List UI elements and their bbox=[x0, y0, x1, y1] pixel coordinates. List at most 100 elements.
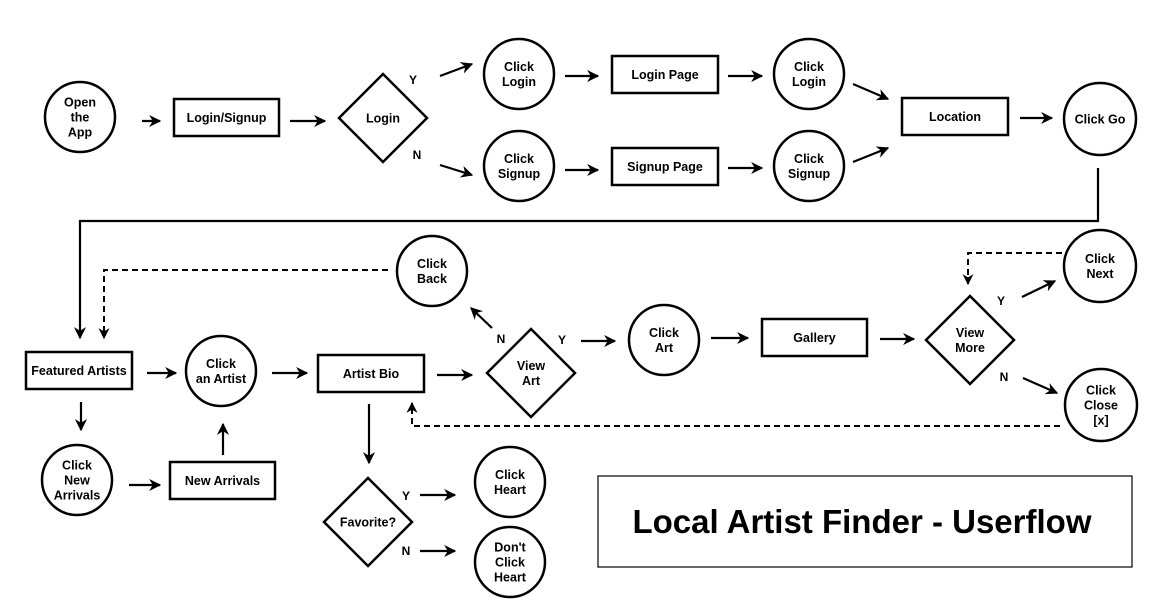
diamond-shape bbox=[924, 294, 1016, 386]
arrow-view-art-to-click-back bbox=[470, 307, 493, 329]
circle-shape bbox=[1062, 228, 1138, 304]
circle-shape bbox=[772, 129, 846, 203]
node-label-line: Click bbox=[495, 468, 525, 482]
node-login-signup: Login/Signup bbox=[172, 97, 281, 138]
diagram-title: Local Artist Finder - Userflow bbox=[632, 503, 1091, 540]
node-label-line: Signup Page bbox=[627, 160, 703, 174]
node-featured-artists: Featured Artists bbox=[24, 350, 134, 391]
node-label-line: Gallery bbox=[793, 331, 835, 345]
node-click-go: Click Go bbox=[1062, 81, 1138, 157]
circle-shape bbox=[1062, 81, 1138, 157]
rect-shape bbox=[610, 54, 720, 95]
yes-label: Y bbox=[409, 73, 417, 87]
yes-label: Y bbox=[558, 333, 566, 347]
node-label-line: Click bbox=[417, 257, 447, 271]
rect-shape bbox=[316, 353, 426, 394]
node-label-line: Next bbox=[1086, 267, 1114, 281]
circle-shape bbox=[482, 129, 556, 203]
node-label-line: an Artist bbox=[196, 372, 247, 386]
circle-shape bbox=[627, 303, 701, 377]
rect-shape bbox=[24, 350, 134, 391]
arrow-view-more-to-click-next bbox=[1021, 280, 1057, 298]
node-label-line: Signup bbox=[788, 167, 831, 181]
node-new-arrivals: New Arrivals bbox=[168, 460, 277, 501]
rect-shape bbox=[172, 97, 281, 138]
yes-label: Y bbox=[402, 489, 410, 503]
node-login-page: Login Page bbox=[610, 54, 720, 95]
no-label: N bbox=[497, 332, 506, 346]
title-box: Local Artist Finder - Userflow bbox=[597, 475, 1133, 568]
no-label: N bbox=[413, 148, 422, 162]
circle-shape bbox=[772, 37, 846, 111]
circle-shape bbox=[43, 80, 117, 154]
node-favorite: Favorite? bbox=[322, 476, 414, 568]
circle-shape bbox=[40, 443, 114, 517]
arrow-click-go-to-featured-artists bbox=[73, 168, 1100, 340]
dashed-arrow-click-close-to-artist-bio bbox=[406, 401, 1060, 427]
node-label-line: Click bbox=[495, 556, 525, 570]
node-label-line: App bbox=[68, 126, 93, 140]
node-label-line: Login Page bbox=[631, 68, 698, 82]
node-label-line: Back bbox=[417, 272, 447, 286]
circle-shape bbox=[473, 525, 547, 599]
node-label-line: Click bbox=[206, 357, 236, 371]
node-label-line: Open bbox=[64, 96, 96, 110]
circle-shape bbox=[184, 334, 258, 408]
dashed-arrow-click-next-to-view-more bbox=[962, 252, 1062, 286]
title-frame bbox=[597, 475, 1133, 568]
node-label-line: the bbox=[71, 111, 90, 125]
node-label-line: New Arrivals bbox=[185, 474, 260, 488]
node-label-line: [x] bbox=[1093, 414, 1108, 428]
node-label-line: Click bbox=[794, 60, 824, 74]
circle-shape bbox=[473, 445, 547, 519]
rect-shape bbox=[760, 317, 869, 358]
circle-shape bbox=[395, 234, 469, 308]
node-label-line: Art bbox=[522, 374, 541, 388]
node-label-line: Heart bbox=[494, 571, 527, 585]
node-label-line: Login bbox=[792, 75, 826, 89]
arrow-view-more-to-click-close bbox=[1022, 376, 1059, 395]
node-label-line: Click bbox=[1085, 252, 1115, 266]
node-label-line: Art bbox=[655, 341, 674, 355]
node-label-line: More bbox=[955, 341, 985, 355]
node-label-line: Click Go bbox=[1075, 113, 1126, 127]
node-location: Location bbox=[900, 96, 1010, 137]
node-label-line: View bbox=[956, 326, 985, 340]
node-label-line: Favorite? bbox=[340, 516, 396, 530]
no-label: N bbox=[402, 544, 411, 558]
node-label-line: Login bbox=[366, 112, 400, 126]
circle-shape bbox=[482, 37, 556, 111]
diamond-shape bbox=[337, 72, 429, 164]
node-label-line: Click bbox=[649, 326, 679, 340]
node-label-line: Login/Signup bbox=[187, 111, 267, 125]
node-gallery: Gallery bbox=[760, 317, 869, 358]
node-label-line: View bbox=[517, 359, 546, 373]
node-label-line: Click bbox=[794, 152, 824, 166]
node-label-line: Login bbox=[502, 75, 536, 89]
rect-shape bbox=[900, 96, 1010, 137]
arrow-login-decision-to-click-signup-1 bbox=[439, 163, 474, 178]
rect-shape bbox=[610, 146, 720, 187]
circle-shape bbox=[1063, 367, 1139, 443]
node-login-decision: Login bbox=[337, 72, 429, 164]
node-label-line: Click bbox=[62, 459, 92, 473]
node-label-line: Click bbox=[504, 152, 534, 166]
rect-shape bbox=[168, 460, 277, 501]
node-signup-page: Signup Page bbox=[610, 146, 720, 187]
node-label-line: Close bbox=[1084, 399, 1118, 413]
node-label-line: Heart bbox=[494, 483, 527, 497]
diamond-shape bbox=[485, 327, 577, 419]
